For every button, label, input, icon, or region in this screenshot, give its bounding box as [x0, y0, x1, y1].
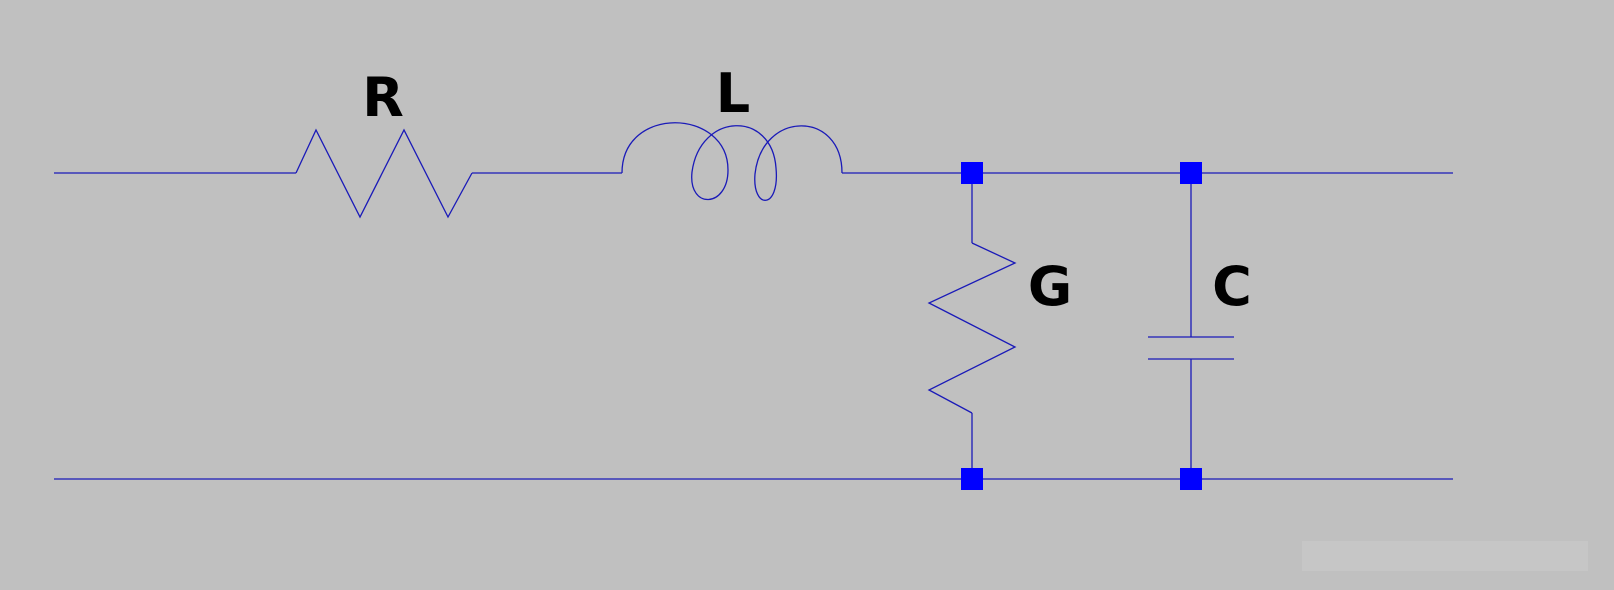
label-r: R [362, 66, 404, 129]
junction-node [961, 162, 983, 184]
label-g: G [1028, 255, 1072, 318]
label-c: C [1212, 255, 1252, 318]
resistor-g-symbol [927, 242, 1017, 414]
faint-watermark-area [1302, 541, 1588, 571]
resistor-r-symbol [295, 128, 473, 219]
junction-node [1180, 468, 1202, 490]
inductor-l-symbol [621, 122, 843, 201]
junction-node [1180, 162, 1202, 184]
junction-node [961, 468, 983, 490]
label-l: L [716, 62, 750, 125]
